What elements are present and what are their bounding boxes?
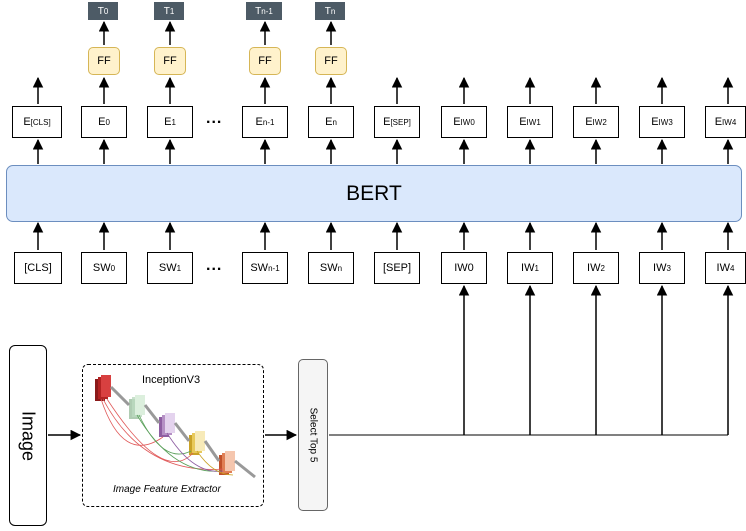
embedding-e-sep: E[SEP]: [374, 106, 420, 138]
input-ellipsis: ...: [206, 257, 223, 274]
input-iw0: IW0: [441, 252, 487, 284]
conv-block-red: [95, 375, 111, 401]
ff-box-n-1: FF: [249, 47, 281, 75]
input-sep: [SEP]: [374, 252, 420, 284]
conv-block-orange: [219, 451, 235, 475]
embedding-e-cls: E[CLS]: [12, 106, 62, 138]
image-label: Image: [18, 410, 39, 461]
conv-block-yellow: [189, 431, 205, 455]
extractor-caption: Image Feature Extractor: [113, 484, 221, 495]
input-cls: [CLS]: [14, 252, 62, 284]
ff-box-n: FF: [315, 47, 347, 75]
image-input-box: Image: [9, 345, 47, 526]
inception-label: InceptionV3: [142, 374, 201, 386]
ff-box-0: FF: [88, 47, 120, 75]
embedding-ellipsis: ...: [206, 110, 223, 127]
image-feature-extractor-box: InceptionV3: [82, 364, 264, 507]
conv-block-green: [129, 395, 145, 419]
select-top-5-label: Select Top 5: [307, 407, 319, 463]
ff-box-1: FF: [154, 47, 186, 75]
inception-network-icon: [95, 375, 256, 479]
select-top-5-box: Select Top 5: [298, 359, 328, 511]
conv-block-purple: [159, 413, 175, 437]
bert-block: BERT: [6, 165, 742, 222]
